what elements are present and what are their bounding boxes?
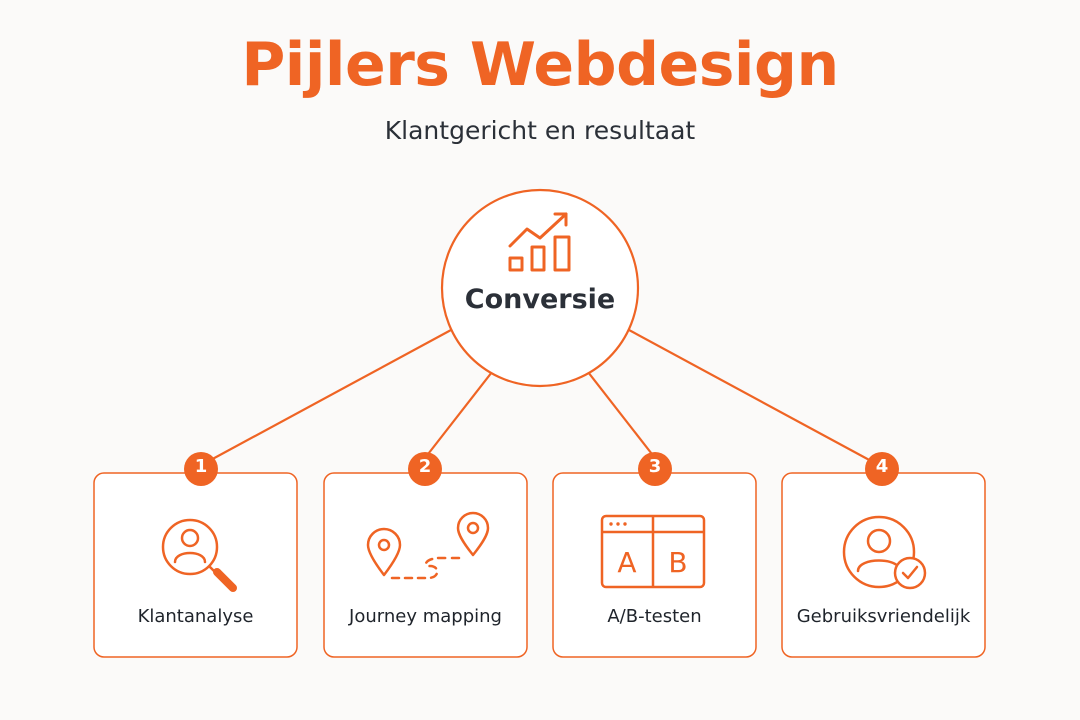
user-check-icon	[842, 515, 927, 590]
pillar-label-4: Gebruiksvriendelijk	[796, 606, 971, 627]
route-pins-icon	[366, 511, 490, 580]
badge-2	[408, 452, 442, 486]
center-node	[440, 188, 640, 388]
connector-lines	[206, 329, 874, 463]
connector-line-3	[587, 371, 656, 459]
pillar-label-3: A/B-testen	[607, 606, 702, 627]
badge-1	[184, 452, 218, 486]
pillar-card-4	[781, 472, 986, 658]
connector-line-2	[424, 371, 493, 459]
user-search-icon	[161, 518, 237, 592]
page-subtitle: Klantgericht en resultaat	[384, 116, 696, 145]
pillar-card-3	[552, 472, 757, 658]
bar-chart-trend-icon	[508, 212, 571, 272]
number-badges	[184, 452, 899, 486]
ab-letter-a: A	[617, 546, 636, 579]
badge-3	[638, 452, 672, 486]
center-node-label: Conversie	[464, 284, 616, 315]
pillar-cards	[93, 472, 986, 658]
connector-line-4	[628, 329, 874, 463]
pillar-label-1: Klantanalyse	[137, 606, 254, 627]
pillar-label-2: Journey mapping	[349, 606, 502, 627]
pillar-card-1	[93, 472, 298, 658]
badge-4	[865, 452, 899, 486]
badge-number-3: 3	[648, 456, 662, 477]
connector-line-1	[206, 329, 452, 463]
page-title: Pijlers Webdesign	[241, 30, 839, 100]
ab-test-window-icon: A B	[600, 514, 706, 589]
badge-number-2: 2	[418, 456, 432, 477]
badge-number-1: 1	[194, 456, 208, 477]
badge-number-4: 4	[875, 456, 889, 477]
pillar-card-2	[323, 472, 528, 658]
ab-letter-b: B	[668, 546, 687, 579]
